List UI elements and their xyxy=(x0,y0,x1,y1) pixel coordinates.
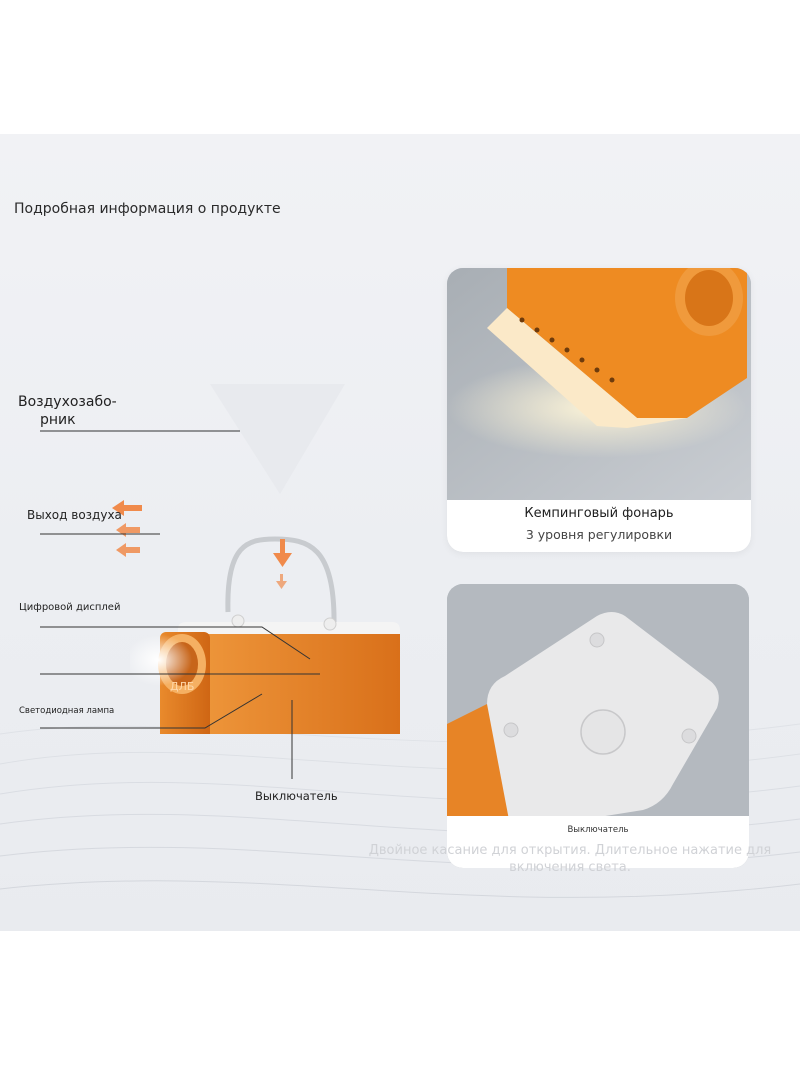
product-detail-panel: Подробная информация о продукте xyxy=(0,134,800,931)
switch-photo xyxy=(447,584,749,820)
callout-air-outlet: Выход воздуха xyxy=(27,508,122,522)
lantern-caption: Кемпинговый фонарь 3 уровня регулировки xyxy=(447,500,751,552)
switch-caption-label: Выключатель xyxy=(567,825,629,835)
callout-power-switch: Выключатель xyxy=(255,789,338,803)
callout-leader-lines xyxy=(40,430,320,779)
callout-air-intake: Воздухозабо- рник xyxy=(18,394,117,428)
switch-feature-card: Выключатель xyxy=(447,584,749,868)
callout-led-lamp: Светодиодная лампа xyxy=(19,706,115,716)
air-pump-illustration: ДЛБ xyxy=(130,384,400,734)
page-title: Подробная информация о продукте xyxy=(14,201,281,217)
switch-caption: Выключатель xyxy=(447,816,749,868)
lantern-photo xyxy=(447,268,751,500)
lantern-feature-card: Кемпинговый фонарь 3 уровня регулировки xyxy=(447,268,751,552)
handle xyxy=(225,536,337,625)
air-intake-rays xyxy=(210,384,345,494)
intake-arrows xyxy=(273,539,292,589)
outlet-print: ДЛБ xyxy=(170,680,194,693)
lantern-subtitle: 3 уровня регулировки xyxy=(525,527,673,542)
switch-usage-note: Двойное касание для открытия. Длительное… xyxy=(368,843,772,875)
lantern-title: Кемпинговый фонарь xyxy=(524,506,674,521)
callout-digital-display: Цифровой дисплей xyxy=(19,602,121,613)
